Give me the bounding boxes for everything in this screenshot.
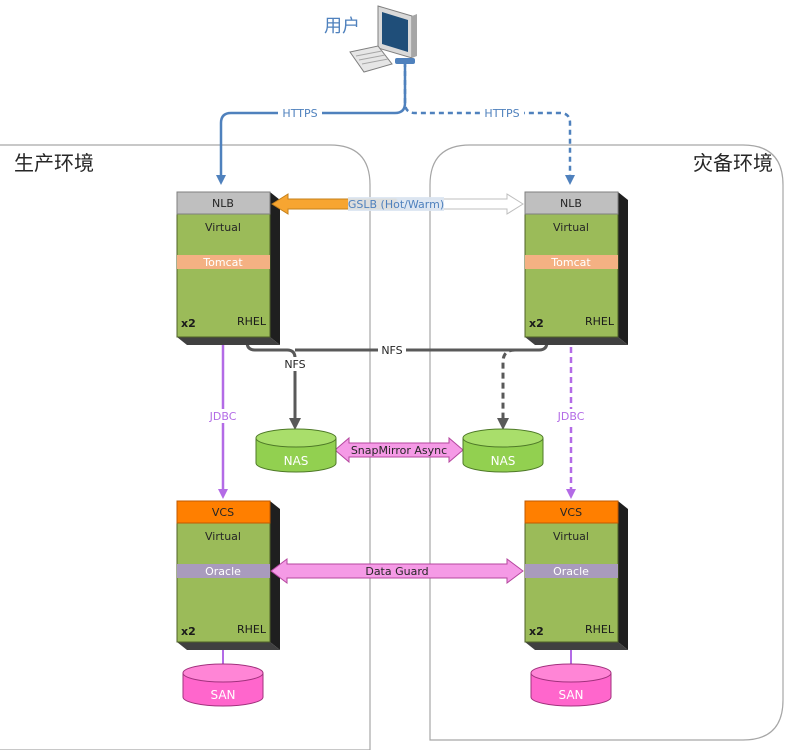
prod-db-os: RHEL [237,623,267,636]
computer-icon [349,5,417,73]
nfs-link-right [295,336,549,352]
prod-san-storage: SAN [182,663,264,707]
prod-db-type: Virtual [205,530,241,543]
nfs-link-left [245,336,301,430]
prod-db-app: Oracle [205,565,241,578]
production-zone-title: 生产环境 [14,151,94,175]
dr-db-os: RHEL [585,623,615,636]
prod-san-label: SAN [210,688,235,702]
https-link-left [216,62,407,185]
dr-zone-title: 灾备环境 [693,151,773,175]
nfs-label-left: NFS [284,358,305,371]
dr-db-count: x2 [529,625,544,638]
dr-db-type: Virtual [553,530,589,543]
snapmirror-link: SnapMirror Async [334,436,464,464]
nfs-link-dr [497,348,516,430]
prod-web-server: NLB Virtual Tomcat x2 RHEL [176,191,280,345]
https-link-right [403,62,575,185]
dr-nas-storage: NAS [462,428,544,473]
user-label: 用户 [324,16,360,37]
dr-db-server: VCS Virtual Oracle x2 RHEL [524,500,628,650]
prod-db-server: VCS Virtual Oracle x2 RHEL [176,500,280,650]
dr-san-label: SAN [558,688,583,702]
dr-nas-label: NAS [491,454,516,468]
dr-web-type: Virtual [553,221,589,234]
dr-web-app: Tomcat [550,256,591,269]
gslb-label: GSLB (Hot/Warm) [348,198,444,211]
dr-web-header: NLB [560,197,582,210]
prod-web-app: Tomcat [202,256,243,269]
dr-db-header: VCS [560,506,582,519]
jdbc-label-right: JDBC [557,410,585,423]
production-zone: 生产环境 [0,144,371,750]
jdbc-label-left: JDBC [209,410,237,423]
data-guard-link: Data Guard [270,558,524,584]
prod-db-header: VCS [212,506,234,519]
gslb-link: GSLB (Hot/Warm) [271,193,524,215]
dr-san-storage: SAN [530,663,612,707]
prod-web-count: x2 [181,317,196,330]
snapmirror-label: SnapMirror Async [351,444,447,457]
prod-web-type: Virtual [205,221,241,234]
prod-nas-storage: NAS [255,428,337,473]
dr-db-app: Oracle [553,565,589,578]
https-label-right: HTTPS [484,107,519,120]
prod-web-header: NLB [212,197,234,210]
https-label-left: HTTPS [282,107,317,120]
dr-web-count: x2 [529,317,544,330]
prod-nas-label: NAS [284,454,309,468]
prod-db-count: x2 [181,625,196,638]
nfs-label-middle: NFS [381,344,402,357]
dr-zone: 灾备环境 [429,144,784,741]
prod-web-os: RHEL [237,315,267,328]
dr-web-os: RHEL [585,315,615,328]
data-guard-label: Data Guard [365,565,428,578]
dr-web-server: NLB Virtual Tomcat x2 RHEL [524,191,628,345]
